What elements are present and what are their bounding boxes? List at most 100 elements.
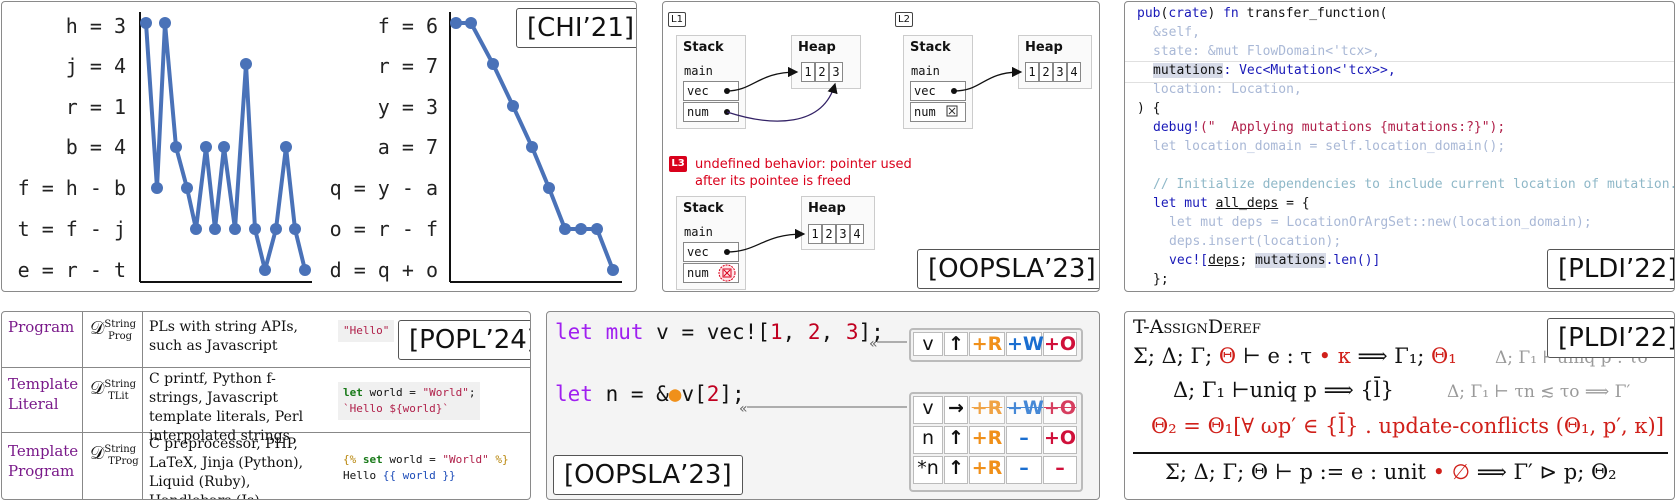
eq-label: a = 7: [377, 135, 438, 159]
heap-cell: 1: [801, 62, 815, 82]
string: "World": [422, 386, 469, 399]
var-cell: [910, 81, 966, 101]
eq-label: h = 3: [65, 14, 126, 38]
eq-label: j = 4: [65, 54, 126, 78]
left-trace-point: [249, 223, 261, 235]
step-label-l1: L1: [668, 12, 686, 27]
place-cell: v: [913, 332, 943, 356]
subscript: TLit: [108, 390, 129, 402]
venue-label: [PLDI’22]: [1547, 249, 1674, 289]
permission-table: v → +R +W +O n ↑ +R – +O *n ↑ +R – –: [909, 392, 1083, 492]
number: 3: [845, 320, 859, 344]
variable: deps: [1208, 253, 1240, 268]
panel-typing-rule: T-AssignDeref Σ; Δ; Γ; Θ ⊢ e : τ • κ ⟹ Γ…: [1124, 311, 1675, 500]
var-cell: [683, 242, 739, 262]
heap-title: Heap: [808, 201, 846, 216]
panel-memory-diagram: L1 Stack main vec num Heap 1 2 3 L2 Stac…: [662, 1, 1100, 292]
permission-table: v ↑ +R +W +O: [909, 328, 1083, 362]
perm-none: –: [1006, 426, 1042, 454]
main-label: main: [911, 64, 940, 78]
borrow-dot-icon: ●: [668, 382, 682, 406]
left-trace-point: [151, 182, 163, 194]
perm-write-removed: +W: [1006, 396, 1044, 424]
math-text: ⟹ Γ′ ⊳ p; Θ₂: [1470, 460, 1617, 484]
heap-cell: 3: [1053, 62, 1067, 82]
place-cell: v: [913, 396, 943, 424]
heap-cell: 2: [822, 224, 836, 244]
premise-1: Σ; Δ; Γ; Θ ⊢ e : τ • κ ⟹ Γ₁; Θ₁: [1133, 344, 1457, 368]
conclusion: Σ; Δ; Γ; Θ ⊢ p := e : unit • ∅ ⟹ Γ′ ⊳ p;…: [1165, 460, 1617, 484]
eq-label: d = q + o: [329, 258, 438, 282]
superscript: String: [104, 444, 137, 455]
code-line: state: &mut FlowDomain<'tcx>,: [1153, 44, 1380, 59]
venue-label: [CHI’21]: [516, 8, 636, 48]
perm-own: +O: [1043, 332, 1077, 356]
eq-label: f = h - b: [17, 176, 126, 200]
code-line: ) {: [1137, 101, 1161, 116]
rule-name: T-AssignDeref: [1133, 316, 1261, 338]
math-red: • ∅: [1432, 460, 1471, 484]
left-trace-point: [218, 141, 230, 153]
right-trace-point: [507, 100, 519, 112]
place-cell: n: [913, 426, 943, 454]
code-line: location: Location,: [1153, 82, 1302, 97]
param: location: [1153, 82, 1216, 97]
pointer-arrow: [726, 228, 806, 253]
perm-read-removed: +R: [969, 396, 1005, 424]
column-divider: [82, 312, 83, 499]
code-line: mutations: Vec<Mutation<'tcx>>,: [1153, 63, 1396, 78]
perm-read: +R: [969, 456, 1005, 484]
connector-lines: « «: [739, 336, 907, 417]
subscript: TProg: [108, 455, 139, 467]
left-trace-point: [200, 141, 212, 153]
punct: ,: [820, 320, 846, 344]
template-expr: {{ world }}: [382, 469, 456, 482]
right-trace-point: [465, 17, 477, 29]
ub-message-line2: after its pointee is freed: [695, 174, 852, 189]
perm-read: +R: [969, 426, 1005, 454]
math-text: ⟹ Γ₁;: [1350, 344, 1432, 368]
right-trace-point: [543, 182, 555, 194]
punct: = {: [1278, 196, 1310, 211]
domain-symbol: 𝒟StringTLit: [90, 378, 136, 402]
keyword: let: [343, 386, 363, 399]
perm-write: +W: [1006, 332, 1044, 356]
param-highlighted: mutations: [1153, 63, 1224, 78]
code-example: let world = "World"; `Hello ${world}`: [338, 382, 481, 420]
premise-3: Θ₂ = Θ₁[∀ ωp′ ∈ {l̄} . update-conflicts …: [1151, 414, 1664, 438]
right-trace-point: [591, 223, 603, 235]
left-trace-point: [159, 17, 171, 29]
keyword: pub: [1137, 6, 1161, 21]
method: .len()]: [1325, 253, 1381, 268]
heap-cell: 2: [1039, 62, 1053, 82]
premise-2: Δ; Γ₁ ⊢uniq p ⟹ {l̄}: [1173, 378, 1394, 402]
math-text: Σ; Δ; Γ;: [1133, 344, 1219, 368]
left-trace-point: [190, 223, 202, 235]
right-trace-line: [456, 21, 615, 271]
eq-label: y = 3: [377, 95, 438, 119]
punct: ): [1207, 6, 1224, 21]
panel-permissions: let mut v = vec![1, 2, 3]; let n = &●v[2…: [546, 311, 1100, 500]
perm-none: –: [1006, 456, 1042, 484]
punct: ;: [1239, 253, 1256, 268]
code-line: deps.insert(location);: [1169, 234, 1342, 249]
inference-bar: [1133, 452, 1668, 454]
symbol: 𝒟: [90, 443, 105, 464]
number: 2: [706, 382, 720, 406]
heap-cell: 3: [829, 62, 843, 82]
perm-own: +O: [1043, 426, 1077, 454]
left-trace-point: [209, 223, 221, 235]
code-text: world =: [362, 386, 423, 399]
domain-symbol: 𝒟StringTProg: [90, 443, 139, 467]
left-trace-point: [270, 223, 282, 235]
code-line-1: let mut v = vec![1, 2, 3];: [555, 320, 884, 344]
venue-label: [POPL’24]: [398, 320, 530, 360]
eq-label: t = f - j: [17, 217, 126, 241]
template-string: `Hello ${world}`: [343, 402, 449, 415]
ub-message-line1: undefined behavior: pointer used: [695, 157, 912, 172]
code-text: Hello: [343, 469, 383, 482]
keyword: let mut: [1153, 196, 1216, 211]
code-text: v = vec![: [643, 320, 770, 344]
number: 1: [769, 320, 783, 344]
code-line: let location_domain = self.location_doma…: [1153, 139, 1506, 154]
